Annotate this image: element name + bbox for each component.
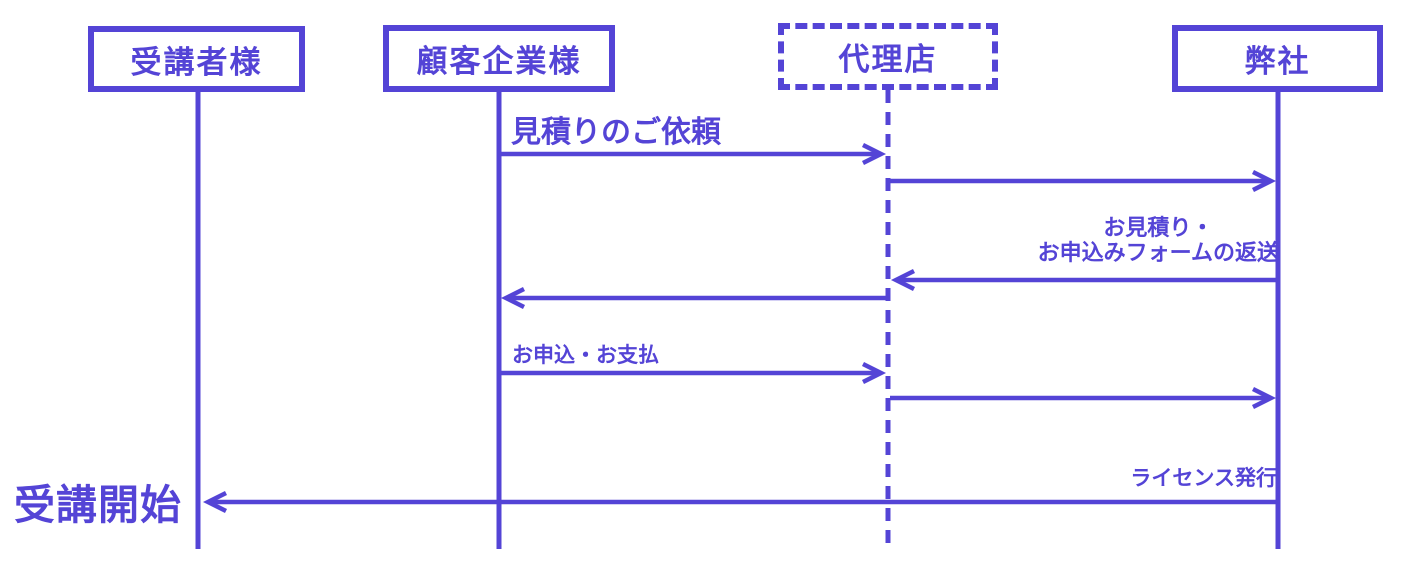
actor-box-student: 受講者様 xyxy=(88,26,305,92)
message-label-text-line1: お見積り・ xyxy=(1103,216,1214,241)
message-label-text: ライセンス発行 xyxy=(1130,466,1277,490)
actor-box-agency: 代理店 xyxy=(778,23,998,90)
message-label-quote-return: お見積り・ お申込みフォームの返送 xyxy=(1038,216,1279,266)
actor-label-customer: 顧客企業様 xyxy=(416,44,582,80)
actor-label-student: 受講者様 xyxy=(130,44,263,81)
actor-box-customer: 顧客企業様 xyxy=(383,25,615,92)
message-label-text-line2: お申込みフォームの返送 xyxy=(1037,241,1279,266)
actor-label-company: 弊社 xyxy=(1244,44,1311,80)
message-label-apply-pay: お申込・お支払 xyxy=(512,339,659,369)
message-label-quote-request: 見積りのご依頼 xyxy=(511,107,721,151)
annotation-text: 受講開始 xyxy=(14,481,182,529)
annotation-course-start: 受講開始 xyxy=(14,471,182,531)
actor-box-company: 弊社 xyxy=(1172,25,1383,92)
message-label-text: 見積りのご依頼 xyxy=(511,115,721,150)
message-label-text: お申込・お支払 xyxy=(512,343,659,367)
actor-label-agency: 代理店 xyxy=(838,42,938,78)
message-label-license-issue: ライセンス発行 xyxy=(1130,462,1277,492)
